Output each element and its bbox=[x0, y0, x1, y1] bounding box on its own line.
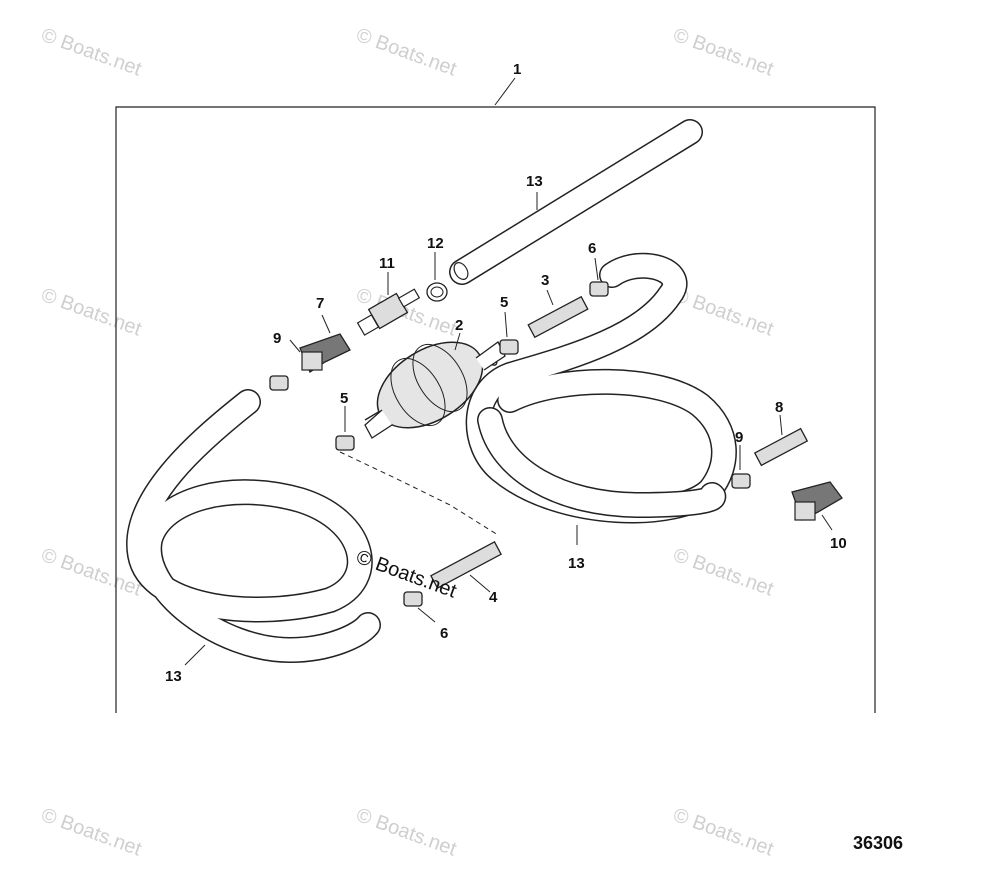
watermark: © Boats.net bbox=[38, 284, 144, 341]
callout-leader-10 bbox=[821, 514, 833, 531]
quick-connector-right bbox=[791, 481, 843, 521]
hose-fitting-right bbox=[753, 427, 809, 467]
callout-11: 11 bbox=[379, 255, 395, 272]
assembly-frame bbox=[115, 106, 876, 713]
hose-fitting-bottom bbox=[430, 541, 502, 589]
callout-leader-9-left bbox=[289, 339, 301, 353]
callout-leader-3 bbox=[546, 289, 554, 306]
figure-number: 36306 bbox=[853, 833, 903, 853]
callout-leader-6-top bbox=[594, 257, 599, 281]
callout-13-left: 13 bbox=[165, 668, 182, 685]
callout-labels: 1 13 12 11 6 3 7 5 2 9 5 8 9 10 13 4 6 1… bbox=[165, 61, 847, 685]
callout-10: 10 bbox=[830, 535, 847, 552]
hose-nut bbox=[499, 339, 519, 355]
primer-bulb bbox=[364, 341, 511, 439]
callout-12: 12 bbox=[427, 235, 444, 252]
hose-nut bbox=[731, 473, 751, 489]
callout-4: 4 bbox=[489, 589, 498, 606]
callout-leader-2 bbox=[454, 332, 461, 351]
hose-clamp bbox=[426, 282, 448, 302]
hose-fitting bbox=[527, 295, 589, 339]
callout-9-right: 9 bbox=[735, 429, 743, 446]
hose-nut bbox=[403, 591, 423, 607]
callout-3: 3 bbox=[541, 272, 549, 289]
callout-5-left: 5 bbox=[340, 390, 348, 407]
callout-6-bottom: 6 bbox=[440, 625, 448, 642]
fuel-hose-coil-right bbox=[465, 252, 737, 524]
assembly-dashed-line bbox=[339, 451, 499, 536]
callout-8: 8 bbox=[775, 399, 783, 416]
callout-leader-1 bbox=[494, 77, 516, 106]
callout-1: 1 bbox=[513, 61, 521, 78]
watermark: © Boats.net bbox=[353, 24, 459, 81]
callout-7: 7 bbox=[316, 295, 324, 312]
fuel-hose-coil-left bbox=[126, 389, 381, 664]
fuel-hose-straight bbox=[449, 119, 703, 285]
callout-leader-7 bbox=[321, 314, 331, 334]
quick-connector-left bbox=[299, 333, 351, 373]
callout-13-top: 13 bbox=[526, 173, 543, 190]
callout-2: 2 bbox=[455, 317, 463, 334]
callout-9-left: 9 bbox=[273, 330, 281, 347]
hose-nut bbox=[269, 375, 289, 391]
callout-13-right: 13 bbox=[568, 555, 585, 572]
callout-leader-13-left bbox=[184, 644, 206, 666]
hose-nut bbox=[589, 281, 609, 297]
watermark: © Boats.net bbox=[38, 24, 144, 81]
watermark: © Boats.net bbox=[670, 804, 776, 861]
watermark: © Boats.net bbox=[38, 804, 144, 861]
callout-5-top: 5 bbox=[500, 294, 508, 311]
callout-leader-4 bbox=[469, 574, 491, 593]
watermark: © Boats.net bbox=[353, 804, 459, 861]
watermark: © Boats.net bbox=[670, 544, 776, 601]
check-valve-fitting bbox=[356, 288, 421, 336]
watermark: © Boats.net bbox=[670, 24, 776, 81]
callout-leader-8 bbox=[779, 414, 783, 436]
hose-nut bbox=[335, 435, 355, 451]
callout-6-top: 6 bbox=[588, 240, 596, 257]
callout-leader-6-bottom bbox=[417, 607, 436, 623]
callout-leader-5-top bbox=[504, 311, 508, 338]
